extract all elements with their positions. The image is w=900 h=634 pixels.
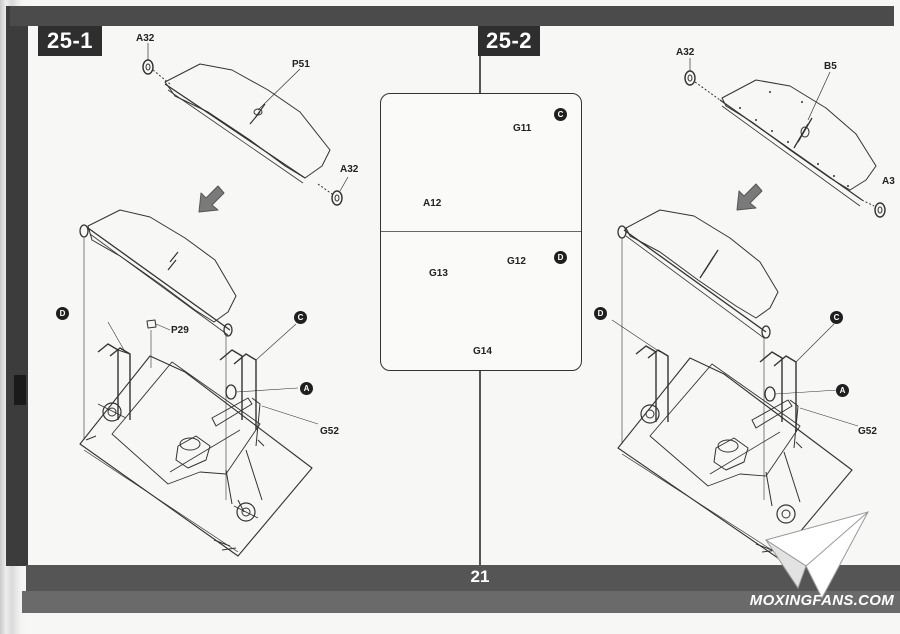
step2-assembly-arrow [736, 183, 763, 211]
label-g14: G14 [473, 346, 492, 357]
bottom-band [26, 565, 900, 591]
label-g52: G52 [858, 426, 877, 437]
top-band [10, 6, 894, 26]
label-g52: G52 [320, 426, 339, 437]
label-a32-top: A32 [136, 33, 155, 44]
label-g12: G12 [507, 256, 526, 267]
label-g13: G13 [429, 268, 448, 279]
badge-a-step1: A [300, 382, 313, 395]
left-dark-strip [6, 6, 28, 566]
callout-badge-c: C [554, 108, 567, 121]
watermark-text: MOXINGFANS.COM [749, 592, 894, 609]
badge-d-step1: D [56, 307, 69, 320]
subassembly-callout: C G11 A12 D G13 G12 G14 [380, 93, 582, 371]
step1-assembly-arrow [198, 185, 225, 213]
bottom-footer-band [22, 591, 900, 613]
step1-roof-panel [142, 43, 349, 206]
badge-c-step2: C [830, 311, 843, 324]
step-number-25-1: 25-1 [38, 26, 102, 56]
label-a32-top: A32 [676, 47, 695, 58]
step2-chassis [611, 209, 859, 559]
step1-chassis [79, 209, 319, 557]
callout-badge-d: D [554, 251, 567, 264]
label-p51: P51 [292, 59, 310, 70]
left-tab-mark [14, 375, 26, 405]
label-a32-right: A32 [340, 164, 359, 175]
label-g11: G11 [513, 123, 532, 134]
badge-a-step2: A [836, 384, 849, 397]
label-a32-right: A3 [882, 176, 895, 187]
label-a12: A12 [423, 198, 442, 209]
step2-roof-panel [684, 58, 886, 218]
page-number: 21 [470, 567, 490, 586]
step-number-25-2: 25-2 [478, 26, 540, 56]
label-p29: P29 [171, 325, 189, 336]
label-b5: B5 [824, 61, 837, 72]
callout-divider [381, 231, 581, 232]
badge-c-step1: C [294, 311, 307, 324]
badge-d-step2: D [594, 307, 607, 320]
watermark-plane-icon [764, 511, 869, 600]
